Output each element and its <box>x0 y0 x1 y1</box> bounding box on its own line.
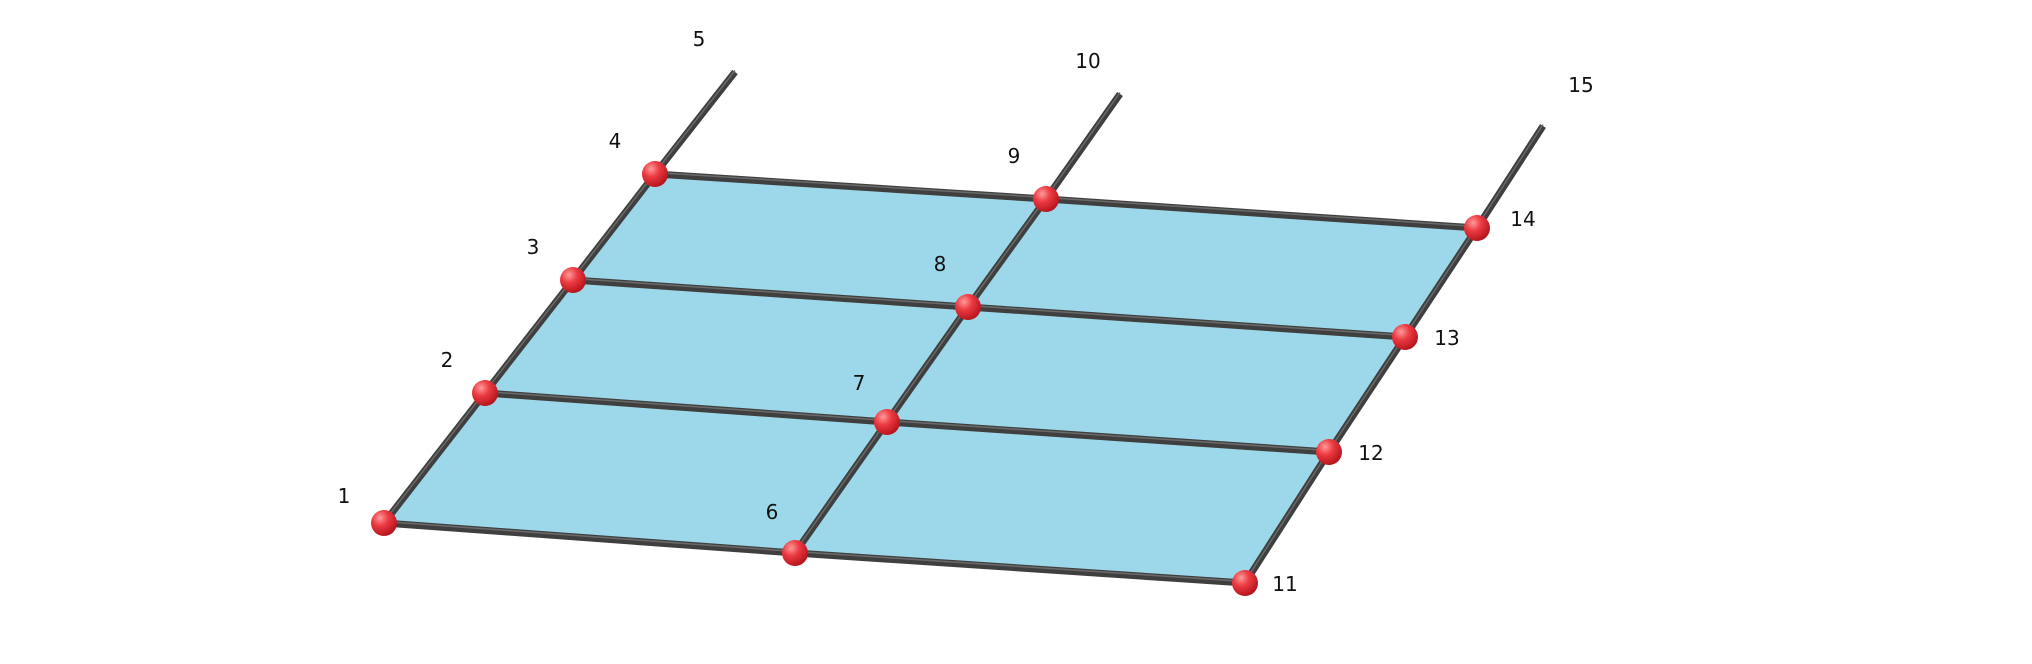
member-12-13 <box>1326 335 1408 454</box>
member-11-12 <box>1242 450 1332 585</box>
node-marker-2 <box>472 380 498 406</box>
member-8-9 <box>965 196 1049 310</box>
member-2-7 <box>484 389 888 426</box>
nodes-layer <box>371 161 1490 596</box>
member-6-11 <box>794 549 1246 587</box>
node-label-3: 3 <box>527 235 540 259</box>
node-marker-4 <box>642 161 668 187</box>
node-label-12: 12 <box>1358 441 1383 465</box>
node-label-2: 2 <box>441 348 454 372</box>
node-marker-3 <box>560 267 586 293</box>
node-marker-7 <box>874 409 900 435</box>
node-label-6: 6 <box>766 500 779 524</box>
member-3-4 <box>570 171 658 283</box>
member-4-9 <box>654 170 1047 203</box>
node-label-14: 14 <box>1510 207 1535 231</box>
node-label-10: 10 <box>1075 49 1100 73</box>
node-label-11: 11 <box>1272 572 1297 596</box>
member-1-6 <box>383 519 796 557</box>
node-marker-9 <box>1033 186 1059 212</box>
member-9-14 <box>1045 195 1478 232</box>
node-label-9: 9 <box>1008 144 1021 168</box>
member-7-12 <box>886 418 1330 456</box>
node-label-8: 8 <box>934 252 947 276</box>
node-marker-13 <box>1392 324 1418 350</box>
node-label-7: 7 <box>853 371 866 395</box>
node-marker-11 <box>1232 570 1258 596</box>
member-13-14 <box>1402 226 1480 339</box>
node-label-13: 13 <box>1434 326 1459 350</box>
member-4-5 <box>652 69 738 177</box>
node-marker-6 <box>782 540 808 566</box>
node-marker-14 <box>1464 215 1490 241</box>
member-6-7 <box>792 419 890 556</box>
node-marker-12 <box>1316 439 1342 465</box>
node-label-1: 1 <box>338 484 351 508</box>
node-marker-1 <box>371 510 397 536</box>
member-1-2 <box>381 390 488 526</box>
members-layer <box>381 69 1546 587</box>
panels-layer <box>383 173 1478 584</box>
member-9-10 <box>1043 91 1123 202</box>
member-2-3 <box>482 277 576 396</box>
member-3-8 <box>572 276 969 311</box>
node-label-4: 4 <box>609 129 622 153</box>
member-14-15 <box>1474 124 1546 230</box>
node-label-15: 15 <box>1568 73 1593 97</box>
node-marker-8 <box>955 294 981 320</box>
member-7-8 <box>884 304 971 425</box>
node-label-5: 5 <box>693 27 706 51</box>
member-8-13 <box>967 303 1406 341</box>
